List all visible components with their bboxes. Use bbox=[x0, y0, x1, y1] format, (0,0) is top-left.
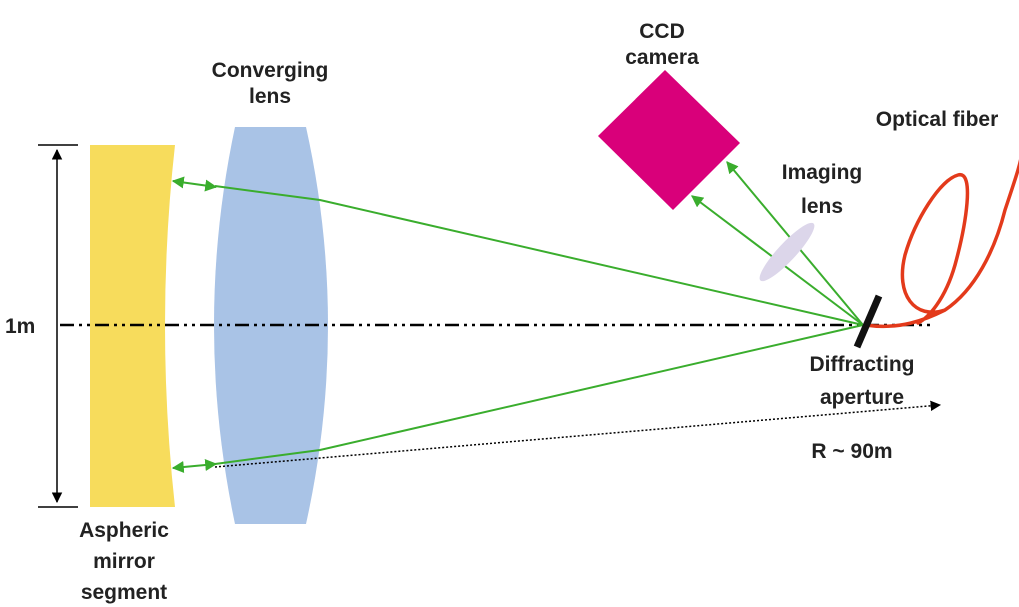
optical-fiber bbox=[863, 159, 1019, 329]
radius-line bbox=[214, 400, 942, 468]
aspheric-mirror-label-line2: mirror bbox=[93, 550, 155, 573]
imaging-lens bbox=[759, 222, 815, 282]
diffracting-aperture-label-line1: Diffracting bbox=[810, 353, 915, 376]
converging-lens-label-line1: Converging bbox=[212, 59, 329, 82]
imaging-lens-label-line2: lens bbox=[801, 195, 843, 218]
aspheric-mirror-label-line3: segment bbox=[81, 581, 167, 604]
radius-label: R ~ 90m bbox=[811, 440, 892, 463]
ccd-label-line1: CCD bbox=[639, 20, 685, 43]
ccd-camera bbox=[598, 70, 740, 210]
converging-lens-label-line2: lens bbox=[249, 85, 291, 108]
diffracting-aperture-label-line2: aperture bbox=[820, 386, 904, 409]
aspheric-mirror-label-line1: Aspheric bbox=[79, 519, 169, 542]
optical-fiber-label: Optical fiber bbox=[876, 108, 999, 131]
ccd-label-line2: camera bbox=[625, 46, 699, 69]
upper-mirror-arrow bbox=[171, 176, 218, 192]
dimension-1m-label: 1m bbox=[5, 315, 35, 338]
upper-ray bbox=[214, 185, 864, 326]
diffracting-aperture bbox=[853, 294, 883, 349]
imaging-lens-label-line1: Imaging bbox=[782, 161, 863, 184]
lower-mirror-arrow bbox=[171, 459, 218, 473]
lower-ray bbox=[214, 324, 864, 465]
